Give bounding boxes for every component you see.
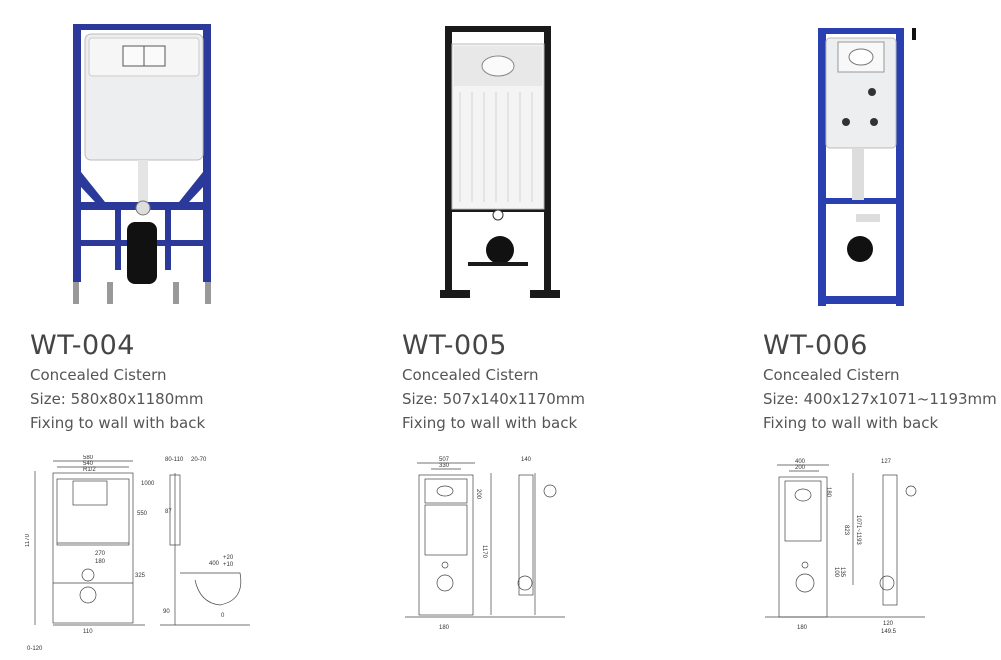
dimension-label: 1170 (481, 545, 487, 559)
dimension-label: 580 (83, 455, 94, 461)
dimension-label: 823 (843, 525, 849, 536)
dimension-label: 200 (475, 489, 481, 500)
dimension-label: 135 (839, 567, 845, 578)
technical-drawing-wt-005: 507 330 1170 200 180 140 (405, 455, 585, 640)
dimension-label: 325 (135, 573, 146, 579)
dimension-label: 0-120 (27, 646, 43, 652)
product-card-wt-006: WT-006 Concealed Cistern Size: 400x127x1… (763, 330, 997, 432)
dimension-label: 90 (163, 609, 170, 615)
dimension-label: 1000 (141, 481, 155, 487)
product-type: Concealed Cistern (763, 366, 900, 384)
dimension-label: 270 (95, 551, 106, 557)
product-card-wt-005: WT-005 Concealed Cistern Size: 507x140x1… (402, 330, 585, 432)
dimension-label: 1170 (25, 533, 31, 547)
dimension-label: 20-70 (191, 457, 207, 463)
dimension-label: 180 (825, 487, 831, 498)
product-card-wt-004: WT-004 Concealed Cistern Size: 580x80x11… (30, 330, 205, 432)
product-photo-wt-004[interactable] (65, 22, 225, 315)
product-model: WT-004 (30, 330, 135, 361)
product-fixing: Fixing to wall with back (763, 414, 939, 432)
product-fixing: Fixing to wall with back (402, 414, 578, 432)
dimension-label: 180 (797, 625, 808, 631)
dimension-label: 149.5 (881, 629, 897, 635)
dimension-label: 140 (521, 457, 532, 463)
dimension-label: 80-110 (165, 457, 184, 463)
product-model: WT-005 (402, 330, 507, 361)
product-photo-wt-006[interactable] (812, 24, 922, 313)
product-size: Size: 507x140x1170mm (402, 390, 586, 408)
dimension-label: 87 (165, 509, 172, 515)
technical-drawing-wt-004: 580 540 R1/2 1170 1000 550 270 180 325 9… (25, 455, 250, 660)
dimension-label: 200 (795, 465, 806, 471)
dimension-label: 330 (439, 463, 450, 469)
product-size: Size: 580x80x1180mm (30, 390, 204, 408)
product-type: Concealed Cistern (30, 366, 167, 384)
dimension-label: +10 (223, 562, 234, 568)
dimension-label: 180 (439, 625, 450, 631)
product-size: Size: 400x127x1071~1193mm (763, 390, 997, 408)
technical-drawing-wt-006: 400 200 1071~1193 823 180 100 135 180 12… (765, 455, 925, 640)
dimension-label: 400 (209, 561, 220, 567)
dimension-label: 127 (881, 459, 892, 465)
dimension-label: 1071~1193 (855, 515, 861, 545)
dimension-label: 100 (833, 567, 839, 578)
dimension-label: 120 (883, 621, 894, 627)
dimension-label: 507 (439, 457, 450, 463)
dimension-label: 180 (95, 559, 106, 565)
dimension-label: 550 (137, 511, 148, 517)
product-fixing: Fixing to wall with back (30, 414, 206, 432)
product-photo-wt-005[interactable] (440, 22, 560, 312)
dimension-label: +20 (223, 555, 234, 561)
dimension-label: 400 (795, 459, 806, 465)
dimension-label: R1/2 (83, 467, 96, 473)
dimension-label: 540 (83, 461, 94, 467)
dimension-label: 0 (221, 613, 225, 619)
dimension-label: 110 (83, 629, 93, 635)
product-model: WT-006 (763, 330, 868, 361)
product-type: Concealed Cistern (402, 366, 539, 384)
